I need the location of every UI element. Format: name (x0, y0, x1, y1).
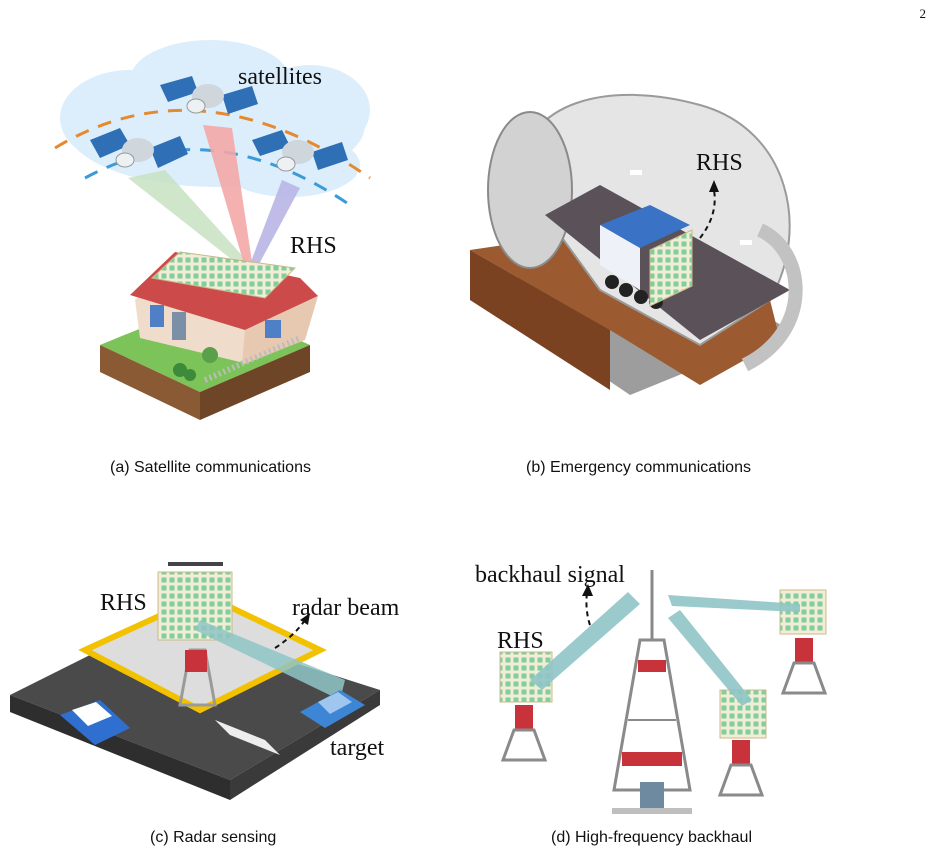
radar-tower (178, 648, 217, 707)
panel-c-radar-scene: RHS radar beam target (10, 562, 400, 800)
small-tower-mid (717, 740, 765, 797)
caption-b: (b) Emergency communications (526, 459, 751, 476)
beam-pink (203, 125, 252, 264)
beam-green (128, 170, 248, 266)
police-car (60, 700, 130, 745)
small-tower-right (780, 638, 828, 695)
caption-a: (a) Satellite communications (110, 459, 311, 476)
label-target: target (330, 735, 385, 761)
robot-vehicle (600, 205, 693, 309)
beam-to-right (668, 595, 800, 612)
beam-to-mid (668, 610, 752, 706)
label-rhs-c: RHS (100, 590, 147, 616)
label-rhs-a: RHS (290, 233, 337, 259)
beam-violet (250, 180, 300, 266)
satellite-2 (160, 76, 258, 114)
rhs-panel-right (779, 589, 827, 635)
label-radar-beam: radar beam (292, 595, 400, 621)
satellite-1 (90, 128, 188, 168)
label-backhaul-signal: backhaul signal (475, 562, 625, 588)
caption-d: (d) High-frequency backhaul (551, 829, 752, 846)
cloud (60, 40, 370, 197)
satellite-3 (252, 130, 348, 172)
radar-arrow (274, 619, 306, 649)
caption-c: (c) Radar sensing (150, 829, 277, 846)
beam-to-left (530, 592, 640, 690)
label-rhs-b: RHS (696, 150, 743, 176)
label-satellites: satellites (238, 64, 322, 90)
rhs-rooftop-panel (150, 251, 297, 299)
rhs-signal-arrow (699, 189, 716, 239)
label-rhs-d: RHS (497, 628, 544, 654)
rhs-vehicle-panel (649, 229, 693, 307)
small-tower-left (500, 705, 548, 762)
backhaul-arrow (585, 591, 591, 626)
page-number: 2 (919, 6, 927, 21)
target-car (300, 690, 365, 728)
panel-b-tunnel-scene: RHS (470, 94, 803, 395)
radar-beam (195, 620, 345, 700)
panel-d-backhaul-scene: backhaul signal RHS (475, 562, 828, 814)
main-tower (612, 570, 692, 814)
panel-a-satellite-scene: satellites RHS (54, 40, 371, 420)
